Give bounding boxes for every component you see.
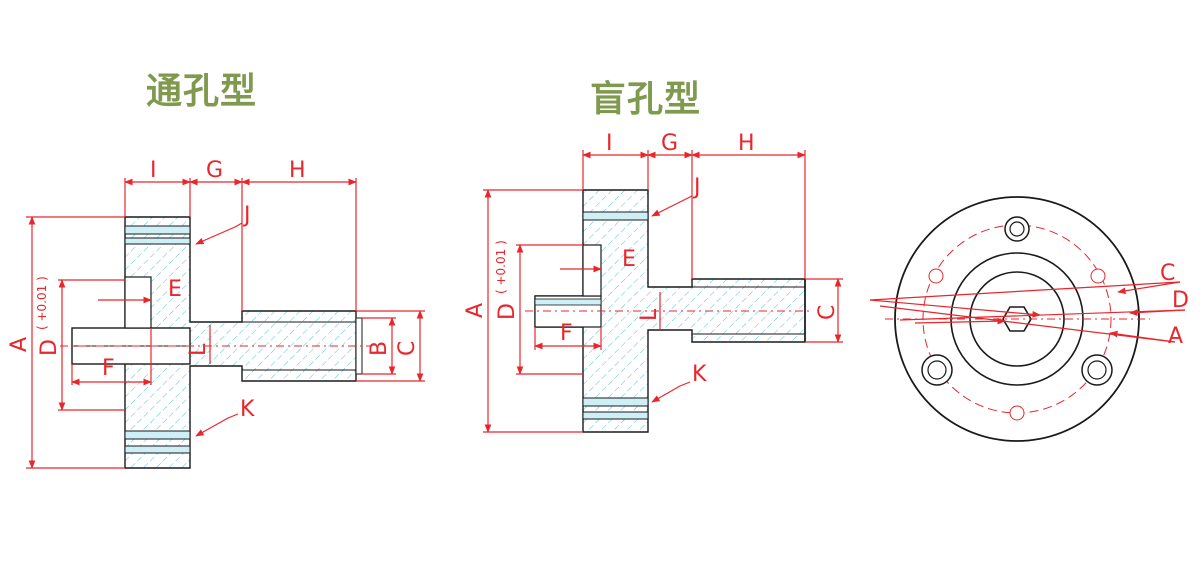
through-label-L: L bbox=[186, 343, 211, 356]
through-label-E: E bbox=[168, 277, 182, 302]
blind-label-D: D bbox=[495, 303, 520, 320]
through-label-J: J bbox=[242, 203, 251, 228]
through-label-D-tolerance: ( +0.01 ) bbox=[35, 276, 49, 330]
end-view-mount-holes bbox=[921, 216, 1113, 421]
through-hole-title: 通孔型 bbox=[146, 71, 258, 112]
blind-label-E: E bbox=[622, 247, 636, 272]
through-flange-body bbox=[124, 216, 357, 469]
blind-label-A: A bbox=[463, 303, 488, 318]
blind-label-J: J bbox=[692, 175, 701, 200]
blind-label-D-tolerance: ( +0.01 ) bbox=[494, 240, 508, 294]
end-view-label-C: C bbox=[1160, 261, 1175, 286]
blind-label-C: C bbox=[815, 305, 840, 320]
through-label-H: H bbox=[289, 158, 306, 183]
through-label-A: A bbox=[7, 337, 32, 352]
blind-label-F: F bbox=[560, 321, 573, 346]
blind-label-G: G bbox=[661, 131, 678, 156]
through-label-K: K bbox=[240, 397, 255, 422]
through-hole-drawing bbox=[26, 178, 425, 469]
blind-hole-drawing bbox=[483, 150, 843, 433]
blind-label-K: K bbox=[692, 362, 707, 387]
through-label-D: D bbox=[37, 339, 62, 356]
through-label-F: F bbox=[102, 356, 115, 381]
through-label-I: I bbox=[150, 158, 157, 183]
end-view-label-A: A bbox=[1168, 324, 1183, 349]
through-label-C: C bbox=[395, 341, 420, 356]
through-label-B: B bbox=[367, 341, 392, 356]
blind-hole-title: 盲孔型 bbox=[590, 79, 702, 120]
blind-label-H: H bbox=[738, 131, 755, 156]
through-label-G: G bbox=[206, 158, 223, 183]
blind-label-L: L bbox=[637, 308, 662, 321]
end-view-drawing bbox=[869, 196, 1186, 442]
blind-label-I: I bbox=[606, 131, 613, 156]
end-view-label-D: D bbox=[1172, 288, 1189, 313]
